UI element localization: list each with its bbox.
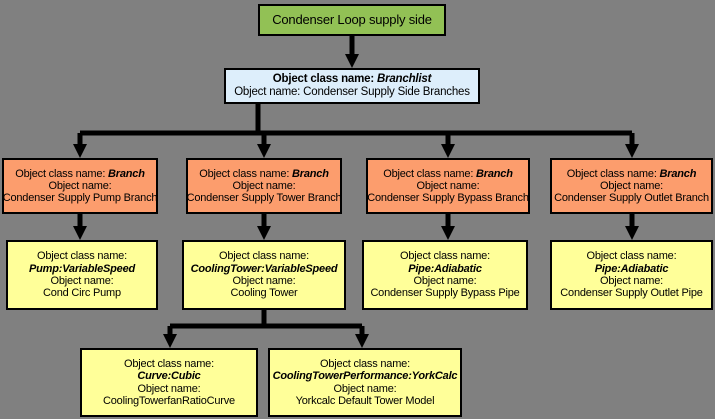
comp-tower-name-prefix: Object name: <box>232 275 296 287</box>
comp-outlet-pipe-name-prefix: Object name: <box>599 275 664 287</box>
comp-curve-class-prefix: Object class name: <box>124 357 214 370</box>
branch-tower-name-prefix: Object name: <box>232 179 296 192</box>
node-branchlist[interactable]: Object class name: Branchlist Object nam… <box>224 68 480 104</box>
comp-bypass-pipe-name-value: Condenser Supply Bypass Pipe <box>370 287 520 300</box>
branch-outlet-name-value: Condenser Supply Outlet Branch <box>554 192 709 205</box>
comp-pump-class-prefix: Object class name: <box>37 250 127 263</box>
branch-outlet-class-value: Branch <box>659 167 697 180</box>
branch-pump-class-value: Branch <box>108 167 145 180</box>
branchlist-name-row: Object name: Condenser Supply Side Branc… <box>234 86 470 98</box>
branch-outlet-name-prefix: Object name: <box>599 179 664 192</box>
node-component-condenser-supply-outlet-pipe[interactable]: Object class name: Pipe:Adiabatic Object… <box>550 240 713 310</box>
comp-outlet-pipe-class-value: Pipe:Adiabatic <box>594 262 669 275</box>
branch-bypass-class-prefix: Object class name: <box>383 167 474 180</box>
branch-pump-name-prefix: Object name: <box>48 179 112 192</box>
comp-bypass-pipe-class-prefix: Object class name: <box>400 250 490 263</box>
comp-tower-class-value: CoolingTower:VariableSpeed <box>190 262 338 275</box>
comp-outlet-pipe-class-prefix: Object class name: <box>586 250 677 263</box>
comp-bypass-pipe-name-prefix: Object name: <box>413 275 477 287</box>
comp-pump-name-value: Cond Circ Pump <box>43 287 121 300</box>
comp-perf-name-prefix: Object name: <box>333 382 397 395</box>
node-component-cond-circ-pump[interactable]: Object class name: Pump:VariableSpeed Ob… <box>6 240 158 310</box>
comp-perf-class-value: CoolingTowerPerformance:YorkCalc <box>272 370 458 383</box>
comp-curve-name-value: CoolingTowerfanRatioCurve <box>103 394 235 407</box>
comp-curve-name-prefix: Object name: <box>137 382 201 395</box>
branch-bypass-class-row: Object class name: Branch <box>383 168 513 180</box>
branchlist-class-row: Object class name: Branchlist <box>272 73 432 86</box>
node-component-cooling-tower[interactable]: Object class name: CoolingTower:Variable… <box>182 240 346 310</box>
comp-curve-class-value: Curve:Cubic <box>137 370 201 383</box>
branchlist-class-prefix: Object class name: <box>272 73 374 86</box>
node-condenser-loop-supply-side[interactable]: Condenser Loop supply side <box>258 4 446 36</box>
node-branch-condenser-supply-outlet-branch[interactable]: Object class name: Branch Object name: C… <box>550 158 713 214</box>
comp-perf-name-value: Yorkcalc Default Tower Model <box>295 394 435 407</box>
comp-tower-name-value: Cooling Tower <box>230 287 298 300</box>
node-branch-condenser-supply-bypass-branch[interactable]: Object class name: Branch Object name: C… <box>366 158 530 214</box>
branch-pump-class-row: Object class name: Branch <box>15 168 145 180</box>
branch-outlet-class-row: Object class name: Branch <box>567 168 697 180</box>
branch-bypass-name-value: Condenser Supply Bypass Branch <box>367 192 529 205</box>
comp-outlet-pipe-name-value: Condenser Supply Outlet Pipe <box>560 287 703 300</box>
branch-tower-class-row: Object class name: Branch <box>199 168 329 180</box>
node-component-yorkcalc-default-tower-model[interactable]: Object class name: CoolingTowerPerforman… <box>268 348 462 417</box>
branchlist-class-value: Branchlist <box>376 73 432 86</box>
branch-tower-name-value: Condenser Supply Tower Branch <box>186 192 342 205</box>
branch-outlet-class-prefix: Object class name: <box>566 167 657 180</box>
node-component-condenser-supply-bypass-pipe[interactable]: Object class name: Pipe:Adiabatic Object… <box>362 240 528 310</box>
comp-pump-class-value: Pump:VariableSpeed <box>28 262 136 275</box>
comp-pump-name-prefix: Object name: <box>50 275 114 287</box>
node-branch-condenser-supply-tower-branch[interactable]: Object class name: Branch Object name: C… <box>186 158 342 214</box>
root-title: Condenser Loop supply side <box>272 11 432 27</box>
node-component-coolingtowerfanratiocurve[interactable]: Object class name: Curve:Cubic Object na… <box>80 348 258 417</box>
branch-pump-name-value: Condenser Supply Pump Branch <box>2 192 158 205</box>
comp-tower-class-prefix: Object class name: <box>219 250 309 263</box>
node-branch-condenser-supply-pump-branch[interactable]: Object class name: Branch Object name: C… <box>2 158 158 214</box>
branch-bypass-class-value: Branch <box>476 167 513 180</box>
branch-pump-class-prefix: Object class name: <box>15 167 106 180</box>
branch-tower-class-value: Branch <box>292 167 329 180</box>
comp-perf-class-prefix: Object class name: <box>320 357 410 370</box>
branch-tower-class-prefix: Object class name: <box>199 167 290 180</box>
branch-bypass-name-prefix: Object name: <box>416 179 480 192</box>
comp-bypass-pipe-class-value: Pipe:Adiabatic <box>408 262 482 275</box>
